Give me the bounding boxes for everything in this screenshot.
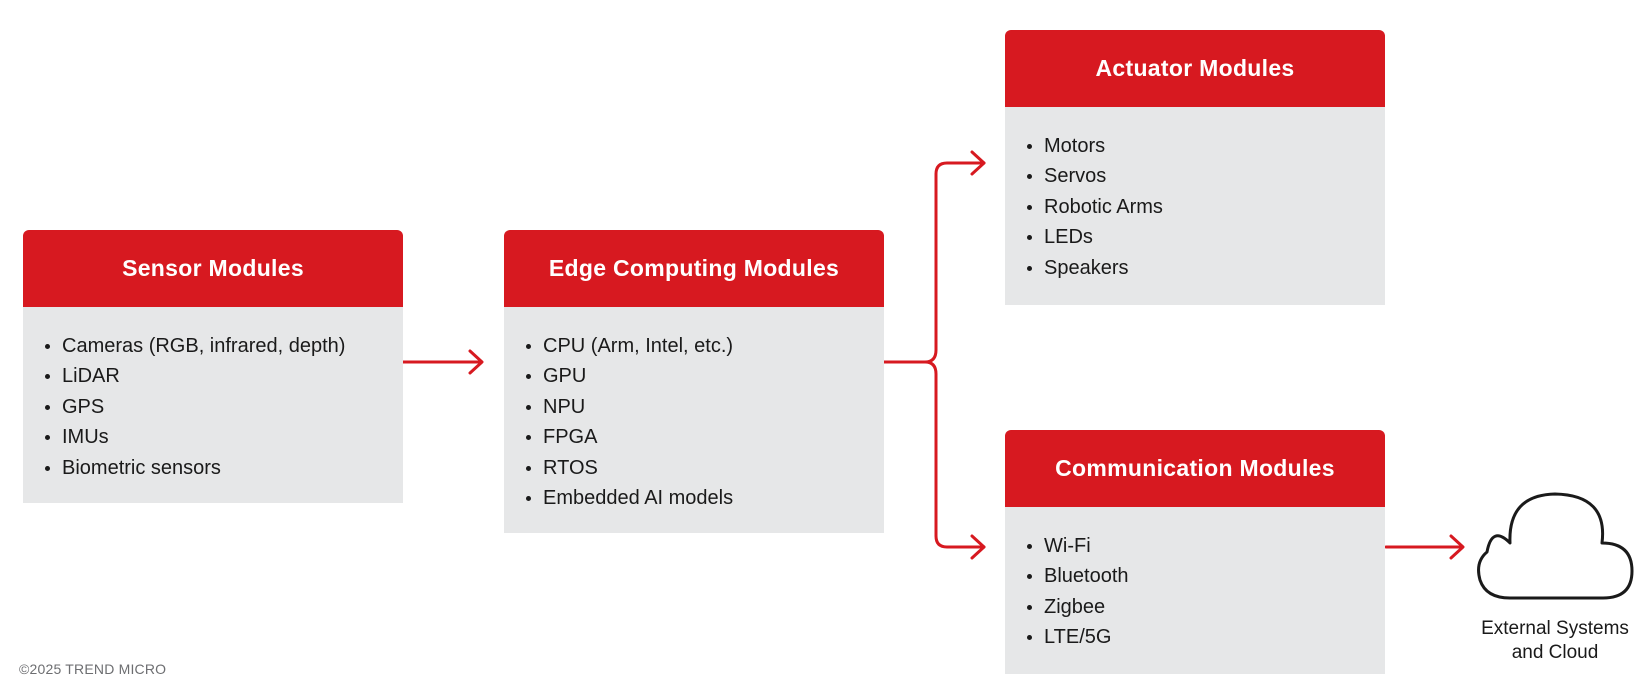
list-item: NPU bbox=[526, 392, 884, 422]
cloud-label-line1: External Systems bbox=[1481, 618, 1629, 639]
list-item: GPS bbox=[45, 392, 403, 422]
communication-modules-box: Communication Modules Wi-Fi Bluetooth Zi… bbox=[1005, 430, 1385, 674]
list-item: IMUs bbox=[45, 422, 403, 452]
list-item: Cameras (RGB, infrared, depth) bbox=[45, 331, 403, 361]
edge-computing-modules-list: CPU (Arm, Intel, etc.) GPU NPU FPGA RTOS… bbox=[504, 307, 884, 537]
arrow-sensor-to-edge bbox=[401, 349, 484, 375]
communication-modules-title: Communication Modules bbox=[1005, 430, 1385, 507]
list-item: Speakers bbox=[1027, 253, 1385, 283]
list-item: Servos bbox=[1027, 161, 1385, 191]
list-item: FPGA bbox=[526, 422, 884, 452]
list-item: LEDs bbox=[1027, 222, 1385, 252]
actuator-modules-title: Actuator Modules bbox=[1005, 30, 1385, 107]
list-item: Wi-Fi bbox=[1027, 531, 1385, 561]
list-item: LTE/5G bbox=[1027, 622, 1385, 652]
list-item: Robotic Arms bbox=[1027, 192, 1385, 222]
list-item: GPU bbox=[526, 361, 884, 391]
actuator-modules-box: Actuator Modules Motors Servos Robotic A… bbox=[1005, 30, 1385, 305]
sensor-modules-box: Sensor Modules Cameras (RGB, infrared, d… bbox=[23, 230, 403, 503]
arrow-communication-to-cloud bbox=[1384, 534, 1465, 560]
cloud-label: External Systems and Cloud bbox=[1465, 617, 1645, 665]
arrow-edge-to-actuator bbox=[882, 150, 986, 364]
edge-computing-modules-box: Edge Computing Modules CPU (Arm, Intel, … bbox=[504, 230, 884, 533]
edge-computing-modules-title: Edge Computing Modules bbox=[504, 230, 884, 307]
sensor-modules-title: Sensor Modules bbox=[23, 230, 403, 307]
cloud-label-line2: and Cloud bbox=[1511, 642, 1599, 663]
list-item: Bluetooth bbox=[1027, 561, 1385, 591]
arrow-edge-to-communication bbox=[923, 360, 986, 560]
list-item: LiDAR bbox=[45, 361, 403, 391]
sensor-modules-list: Cameras (RGB, infrared, depth) LiDAR GPS… bbox=[23, 307, 403, 507]
list-item: Motors bbox=[1027, 131, 1385, 161]
list-item: Zigbee bbox=[1027, 592, 1385, 622]
list-item: RTOS bbox=[526, 453, 884, 483]
list-item: Biometric sensors bbox=[45, 453, 403, 483]
copyright-notice: ©2025 TREND MICRO bbox=[19, 661, 167, 677]
actuator-modules-list: Motors Servos Robotic Arms LEDs Speakers bbox=[1005, 107, 1385, 307]
communication-modules-list: Wi-Fi Bluetooth Zigbee LTE/5G bbox=[1005, 507, 1385, 677]
list-item: Embedded AI models bbox=[526, 483, 884, 513]
list-item: CPU (Arm, Intel, etc.) bbox=[526, 331, 884, 361]
cloud-icon bbox=[1477, 492, 1634, 600]
